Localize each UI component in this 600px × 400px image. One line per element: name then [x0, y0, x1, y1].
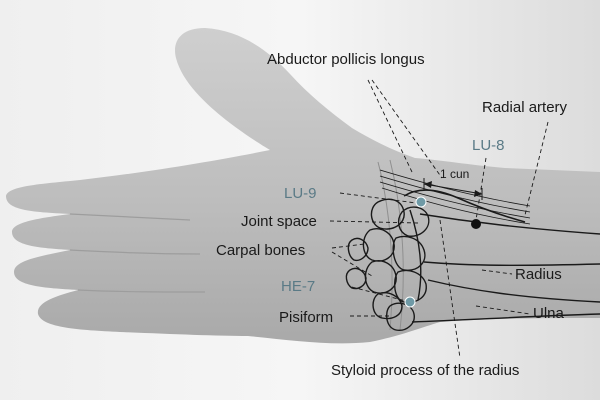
finger-creases	[69, 213, 206, 293]
label-ulna: Ulna	[533, 305, 565, 322]
radial-artery	[403, 189, 526, 223]
cun-measurement	[423, 178, 483, 200]
hand-silhouette	[6, 28, 600, 344]
he7-point-marker	[404, 296, 416, 308]
lu8-point-marker	[471, 219, 481, 229]
label-one-cun: 1 cun	[440, 167, 469, 181]
label-joint-space: Joint space	[241, 213, 317, 230]
label-pisiform: Pisiform	[279, 309, 333, 326]
abductor-tendon	[379, 169, 531, 225]
label-lu8: LU-8	[472, 137, 505, 154]
label-styloid-process: Styloid process of the radius	[331, 362, 519, 379]
label-carpal-bones: Carpal bones	[216, 242, 305, 259]
label-radius: Radius	[515, 266, 562, 283]
label-he7: HE-7	[281, 278, 315, 295]
forearm-bones	[409, 209, 600, 323]
label-lu9: LU-9	[284, 185, 317, 202]
leader-lines	[329, 79, 549, 359]
lu9-point-marker	[415, 196, 427, 208]
label-radial-artery: Radial artery	[482, 99, 568, 116]
label-abductor-pollicis-longus: Abductor pollicis longus	[267, 51, 425, 68]
